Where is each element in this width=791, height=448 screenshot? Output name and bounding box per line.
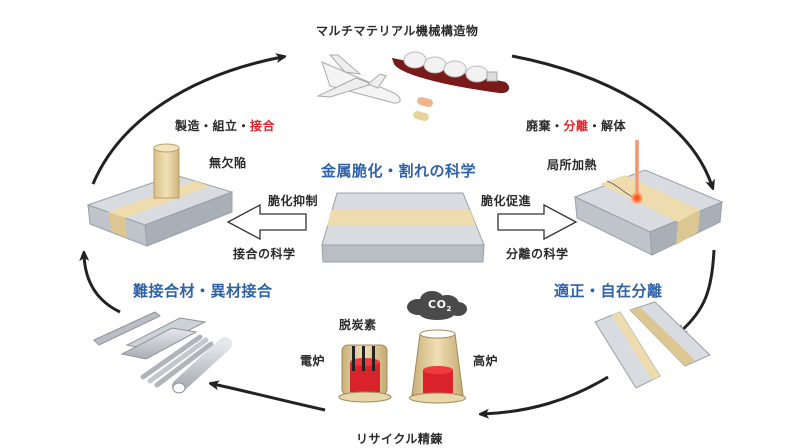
cycle-arrow-right xyxy=(680,249,716,332)
process-highlight-separate: 分離 xyxy=(563,119,589,133)
car-icon xyxy=(417,96,433,108)
car-icon xyxy=(413,110,429,122)
recycle-refining-label: リサイクル精錬 xyxy=(356,432,443,446)
process-prefix: 廃棄・ xyxy=(526,119,564,133)
embrittlement-promotion-label: 脆化促進 xyxy=(481,194,532,208)
airplane-icon xyxy=(316,54,401,104)
diagram-title: マルチマテリアル機械構造物 xyxy=(316,24,479,38)
joining-science-label: 接合の科学 xyxy=(233,247,296,261)
cycle-arrow-bottom-left xyxy=(213,384,326,412)
cycle-arrow-top-left xyxy=(91,57,282,185)
materials-bars-pipes xyxy=(93,311,232,394)
process-label-disposal: 廃棄・分離・解体 xyxy=(526,117,626,134)
welded-plate-no-defect xyxy=(86,143,234,247)
difficult-joining-heading: 難接合材・異材接合 xyxy=(133,282,273,300)
co2-subscript: 2 xyxy=(446,305,452,314)
right-hollow-arrow-icon xyxy=(497,203,578,241)
process-highlight-join: 接合 xyxy=(250,119,276,133)
separation-heading: 適正・自在分離 xyxy=(554,282,663,300)
ship-icon xyxy=(392,51,510,94)
co2-text: CO xyxy=(428,298,447,311)
embrittlement-suppression-label: 脆化抑制 xyxy=(268,194,319,208)
decarbonization-label: 脱炭素 xyxy=(339,318,377,332)
welded-plate-local-heating xyxy=(573,140,724,256)
left-hollow-arrow-icon xyxy=(226,203,307,241)
process-label-manufacture: 製造・組立・接合 xyxy=(175,117,275,134)
separation-science-label: 分離の科学 xyxy=(506,247,569,261)
electric-furnace-label: 電炉 xyxy=(300,354,326,368)
blast-furnace xyxy=(409,329,466,404)
center-heading: 金属脆化・割れの科学 xyxy=(321,162,477,180)
electric-arc-furnace xyxy=(338,344,392,403)
process-suffix: ・解体 xyxy=(588,119,627,133)
blast-furnace-label: 高炉 xyxy=(473,354,499,368)
cycle-arrow-bottom-right xyxy=(483,375,609,414)
cycle-arrow-left xyxy=(84,255,121,314)
separated-plates xyxy=(594,301,711,389)
co2-label: CO2 xyxy=(428,298,452,313)
process-prefix: 製造・組立・ xyxy=(175,119,251,133)
central-welded-plate xyxy=(321,192,485,263)
co2-cloud-icon xyxy=(407,291,467,320)
local-heating-label: 局所加熱 xyxy=(547,158,598,172)
cycle-arrow-top-right xyxy=(511,54,712,186)
no-defect-label: 無欠陥 xyxy=(209,156,247,170)
